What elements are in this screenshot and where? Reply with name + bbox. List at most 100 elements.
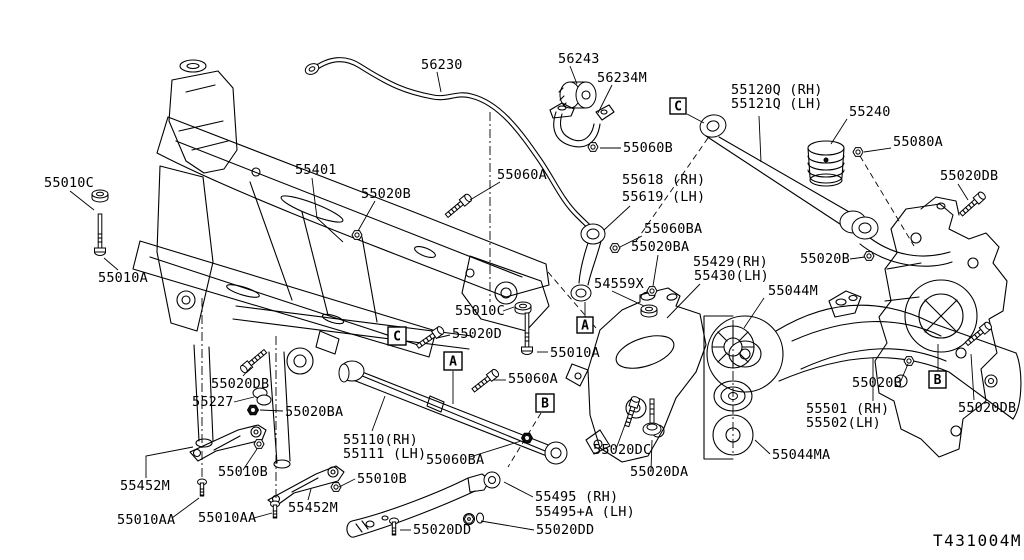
stabilizer-clamp-art [549, 102, 615, 148]
leader-line [957, 183, 969, 201]
part-label-55227: 55227 [192, 394, 234, 410]
part-label-55010aa: 55010AA [117, 512, 175, 528]
stabilizer-link-art [570, 223, 606, 302]
part-label-55502-lh-: 55502(LH) [806, 415, 881, 431]
part-label-55060ba: 55060BA [426, 452, 484, 468]
part-label-55111-lh-: 55111 (LH) [343, 446, 426, 462]
section-marker-letter-a: A [581, 319, 589, 334]
part-label-55020d: 55020D [452, 326, 502, 342]
part-label-55020ba: 55020BA [631, 239, 689, 255]
part-label-55020dd: 55020DD [536, 522, 594, 538]
leader-lines [69, 65, 975, 531]
part-label-55240: 55240 [849, 104, 891, 120]
part-label-55401: 55401 [295, 162, 337, 178]
part-label-55080a: 55080A [893, 134, 943, 150]
section-marker-box-a [443, 351, 463, 371]
part-label-55060ba: 55060BA [644, 221, 702, 237]
part-label-55619-lh-: 55619 (LH) [622, 189, 705, 205]
leader-line [436, 334, 451, 339]
section-marker-letter-c: C [393, 330, 401, 345]
part-label-55020b: 55020B [852, 375, 902, 391]
leader-line [652, 254, 659, 287]
leader-line [503, 481, 534, 498]
part-label-55020db: 55020DB [958, 400, 1016, 416]
part-label-55010b: 55010B [357, 471, 407, 487]
part-label-56243: 56243 [558, 51, 600, 67]
diagram-code: T431004M [933, 531, 1022, 550]
part-label-55430-lh-: 55430(LH) [694, 268, 769, 284]
leader-line [69, 190, 95, 211]
section-marker-box-b [535, 393, 555, 413]
leader-line [615, 421, 627, 450]
part-label-55060b: 55060B [623, 140, 673, 156]
leader-line [145, 446, 194, 478]
leader-line [754, 439, 771, 455]
part-label-55020ba: 55020BA [285, 404, 343, 420]
part-label-55495-rh-: 55495 (RH) [535, 489, 618, 505]
leader-line [619, 235, 643, 248]
lower-link-art [338, 360, 568, 465]
section-marker-box-a [576, 316, 594, 334]
front-lower-link-art [699, 114, 953, 267]
section-marker-box-b [928, 370, 947, 389]
stabilizer-bushing-art [558, 81, 597, 109]
leader-line [569, 65, 578, 85]
leader-line [650, 439, 653, 472]
hardware-art [91, 142, 994, 536]
part-label-55060a: 55060A [497, 167, 547, 183]
part-label-55020b: 55020B [800, 251, 850, 267]
part-label-55121q-lh-: 55121Q (LH) [731, 96, 823, 112]
section-marker-box-c [387, 326, 407, 346]
part-label-55010c: 55010C [455, 303, 505, 319]
marker-pointer [507, 412, 542, 468]
part-label-55020dc: 55020DC [593, 442, 651, 458]
leader-line [480, 520, 535, 531]
leader-line [830, 118, 848, 145]
part-label-55010aa: 55010AA [198, 510, 256, 526]
leader-line [357, 200, 376, 232]
part-label-55020db: 55020DB [211, 376, 269, 392]
leader-line [338, 478, 356, 488]
coil-spring-art [807, 140, 845, 187]
part-label-55044ma: 55044MA [772, 447, 830, 463]
leader-line [611, 290, 645, 307]
leader-line [371, 395, 386, 432]
part-label-55010b: 55010B [218, 464, 268, 480]
leader-line [103, 257, 119, 271]
leader-line [171, 497, 200, 519]
washer-stack-art [703, 315, 755, 460]
leader-line [259, 409, 284, 412]
part-label-55020b: 55020B [361, 186, 411, 202]
centerlines-art [201, 112, 915, 505]
part-label-54559x: 54559X [594, 276, 644, 292]
part-label-55020db: 55020DB [940, 168, 998, 184]
part-label-55429-rh-: 55429(RH) [693, 254, 768, 270]
leader-line [233, 396, 255, 403]
part-label-55452m: 55452M [288, 500, 338, 516]
leader-line [597, 84, 613, 114]
leader-line [242, 448, 258, 471]
part-label-55020dd: 55020DD [413, 522, 471, 538]
knuckle-art [874, 196, 1008, 458]
leader-line [502, 306, 515, 312]
section-marker-letter-b: B [934, 373, 942, 388]
leader-line [307, 488, 312, 501]
leader-line [469, 440, 522, 458]
leader-line [666, 283, 701, 319]
part-label-55044m: 55044M [768, 283, 818, 299]
part-label-55020da: 55020DA [630, 464, 688, 480]
leader-line [899, 363, 909, 384]
section-marker-box-c [669, 97, 687, 115]
part-label-55501-rh-: 55501 (RH) [806, 401, 889, 417]
leader-line [970, 353, 975, 401]
leader-line [242, 366, 252, 377]
stabilizer-bar-art [304, 57, 596, 233]
part-label-55110-rh-: 55110(RH) [343, 432, 418, 448]
leader-line [469, 181, 501, 201]
part-label-55010c: 55010C [44, 175, 94, 191]
part-label-56230: 56230 [421, 57, 463, 73]
rear-lower-arm-art [706, 290, 1022, 420]
